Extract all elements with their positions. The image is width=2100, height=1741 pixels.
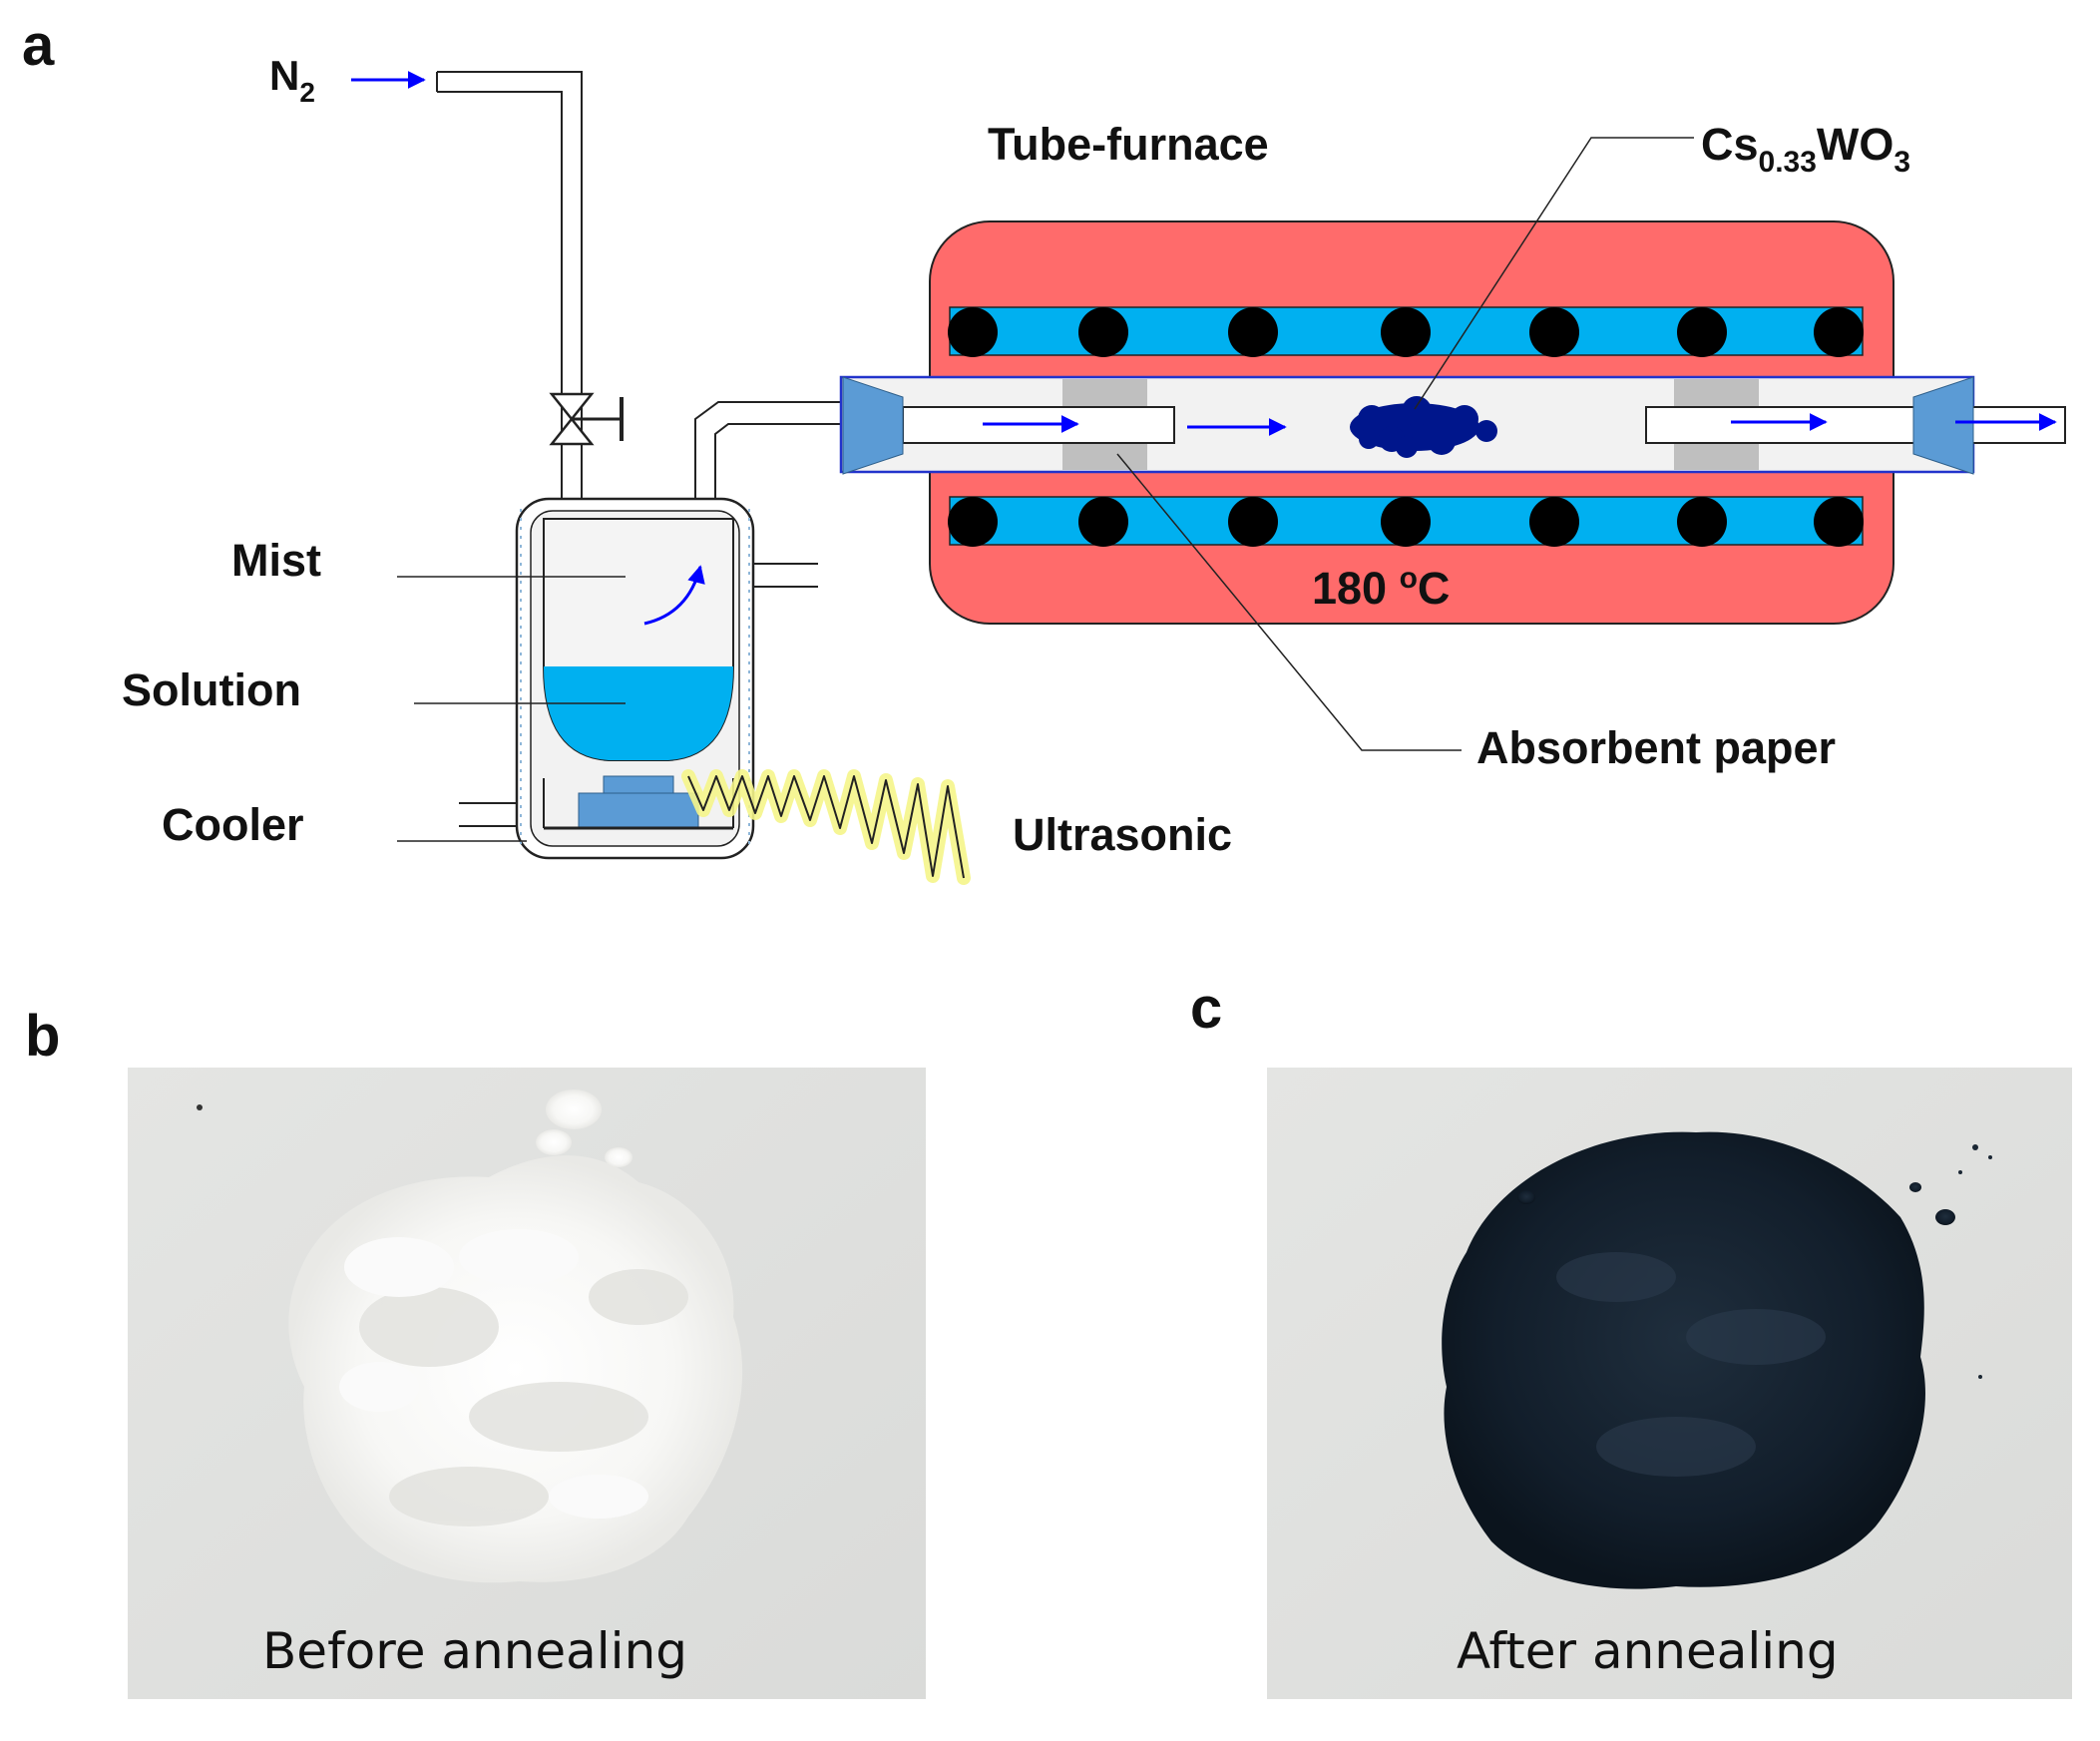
product-formula-label: Cs0.33WO3 xyxy=(1701,119,1910,179)
before-annealing-photo: Before annealing xyxy=(128,1068,926,1699)
ultrasonic-cable xyxy=(687,775,965,879)
valve-icon xyxy=(549,392,624,446)
after-annealing-photo: After annealing xyxy=(1267,1068,2072,1699)
absorbent-paper-label: Absorbent paper xyxy=(1476,722,1836,773)
temperature-label: 180 oC xyxy=(1312,562,1450,614)
ultrasonic-label: Ultrasonic xyxy=(1013,809,1232,860)
outlet-end-cap xyxy=(1912,376,1974,475)
mist-flow-arrow xyxy=(643,565,705,626)
product-powder xyxy=(1350,396,1497,458)
inlet-end-cap xyxy=(842,376,904,475)
tube-furnace: 180 oC xyxy=(839,220,2066,625)
tube-furnace-label: Tube-furnace xyxy=(988,119,1269,170)
solution-liquid xyxy=(544,666,733,760)
dark-blue-powder-pile xyxy=(1442,1131,1955,1589)
upper-heating-elements xyxy=(948,307,1864,357)
before-annealing-caption: Before annealing xyxy=(262,1622,687,1680)
ultrasonic-transducer-base xyxy=(578,792,699,828)
reaction-vessel xyxy=(459,497,818,860)
solution-label: Solution xyxy=(122,664,301,715)
after-annealing-caption: After annealing xyxy=(1457,1622,1839,1680)
panel-label-c: c xyxy=(1190,976,1222,1041)
lower-heating-elements xyxy=(948,497,1864,547)
absorbent-paper-leader-line xyxy=(1116,453,1462,751)
mist-label: Mist xyxy=(231,535,321,586)
panel-label-b: b xyxy=(25,1004,60,1069)
cooler-label: Cooler xyxy=(162,799,304,850)
nitrogen-label: N2 xyxy=(269,52,315,108)
ultrasonic-transducer-top xyxy=(603,775,674,795)
panel-label-a: a xyxy=(22,13,55,78)
product-leader-line xyxy=(1414,137,1694,410)
